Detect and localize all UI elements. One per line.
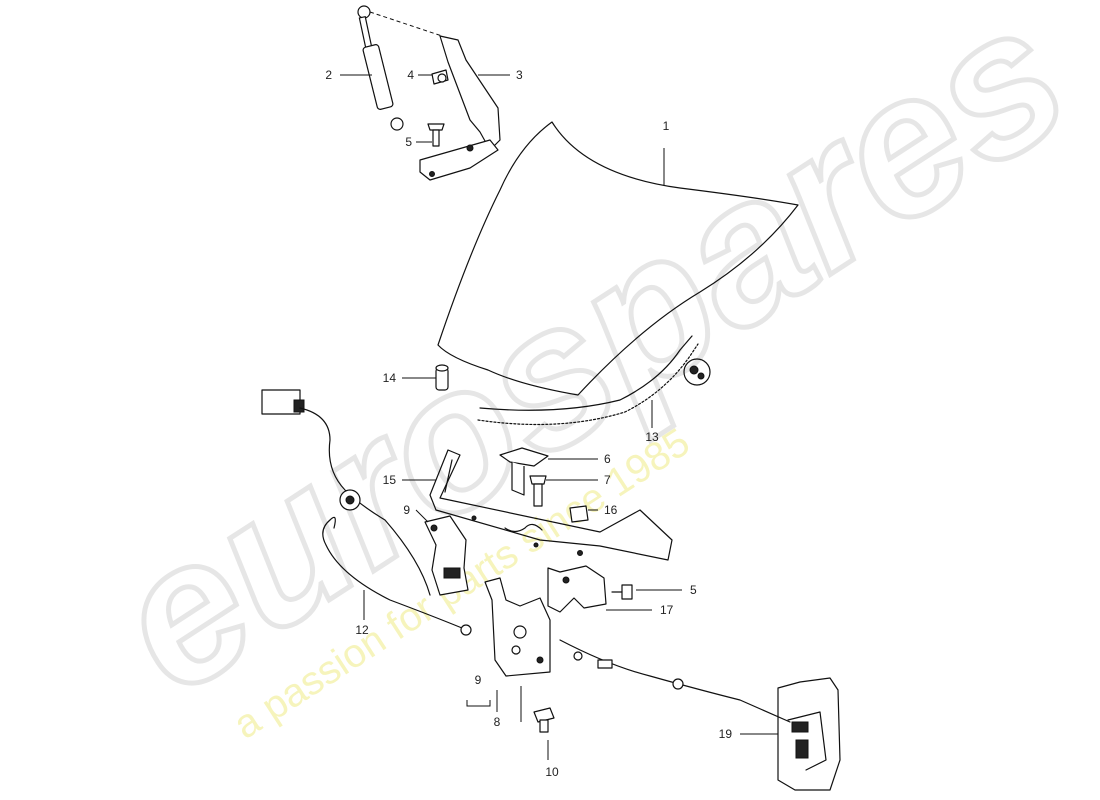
callout-1: 1 — [663, 119, 670, 133]
callout-8: 8 — [494, 715, 501, 729]
hood-lock-upper — [424, 515, 469, 596]
callout-10: 10 — [545, 765, 559, 779]
sealant-symbol-icon — [683, 358, 711, 386]
callout-5b: 5 — [690, 583, 697, 597]
bracket-screw — [611, 584, 633, 600]
callout-9a: 9 — [403, 503, 410, 517]
hood-lock-mechanism — [484, 577, 551, 677]
release-cable — [322, 516, 472, 636]
hinge-bolt — [431, 69, 449, 85]
callout-14: 14 — [383, 371, 397, 385]
callout-5a: 5 — [405, 135, 412, 149]
bowden-cable — [559, 639, 791, 723]
watermark: eurospares a passion for parts since 198… — [74, 0, 1100, 748]
cable-bracket — [547, 565, 607, 613]
bracket-bolt — [529, 475, 547, 507]
callout-3: 3 — [516, 68, 523, 82]
rubber-buffer — [435, 364, 449, 391]
callout-6: 6 — [604, 452, 611, 466]
callout-7: 7 — [604, 473, 611, 487]
callout-2: 2 — [325, 68, 332, 82]
release-cable-switch — [261, 389, 431, 596]
gas-strut — [357, 5, 443, 131]
bracket — [499, 447, 549, 496]
callout-16: 16 — [604, 503, 618, 517]
callout-17: 17 — [660, 603, 674, 617]
bonnet-panel — [437, 121, 799, 396]
callout-12: 12 — [355, 623, 369, 637]
hinge-screw — [427, 123, 445, 147]
release-handle-housing — [777, 677, 841, 791]
callout-9b: 9 — [475, 673, 482, 687]
hinge — [419, 35, 501, 181]
callouts: 1 2 4 3 5 14 13 6 7 15 16 9 5 17 12 9 8 … — [325, 68, 732, 779]
hood-seal — [477, 335, 699, 426]
leader-lines — [340, 74, 778, 760]
callout-13: 13 — [645, 430, 659, 444]
watermark-brand: eurospares — [77, 0, 1100, 736]
lock-carrier-frame — [429, 449, 673, 561]
callout-19: 19 — [719, 727, 733, 741]
callout-15: 15 — [383, 473, 397, 487]
lock-screw — [533, 707, 555, 733]
callout-4: 4 — [407, 68, 414, 82]
clip-nut — [569, 505, 589, 523]
